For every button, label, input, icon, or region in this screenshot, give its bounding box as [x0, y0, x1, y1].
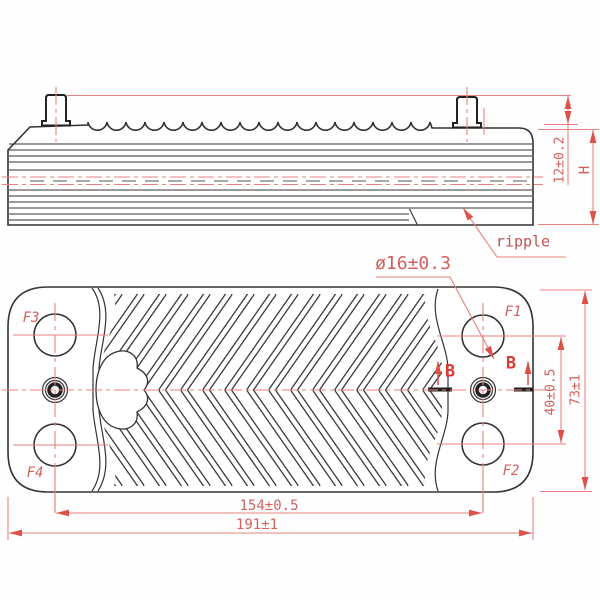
ripple-label: ripple [495, 232, 551, 251]
dim-total-height-label: H [577, 165, 593, 175]
dim-hole-diameter-label: ø16±0.3 [375, 253, 451, 274]
dimension-linework [2, 87, 599, 540]
port-label-f4: F4 [26, 465, 44, 481]
port-label-f2: F2 [502, 463, 520, 479]
dim-hole-spacing-horizontal-label: 154±0.5 [239, 498, 299, 514]
section-marker-b-left: B [444, 361, 456, 382]
section-marker-b-right: B [505, 353, 517, 374]
dim-hole-spacing-vertical-label: 40±0.5 [543, 368, 559, 416]
dim-port-height-label: 12±0.2 [552, 136, 568, 184]
port-label-f3: F3 [22, 310, 40, 326]
dim-plate-length-label: 191±1 [235, 517, 279, 533]
dim-plate-width-label: 73±1 [568, 374, 584, 406]
dimension-arrows [9, 96, 597, 537]
port-label-f1: F1 [504, 304, 522, 320]
part-linework [7, 94, 534, 493]
